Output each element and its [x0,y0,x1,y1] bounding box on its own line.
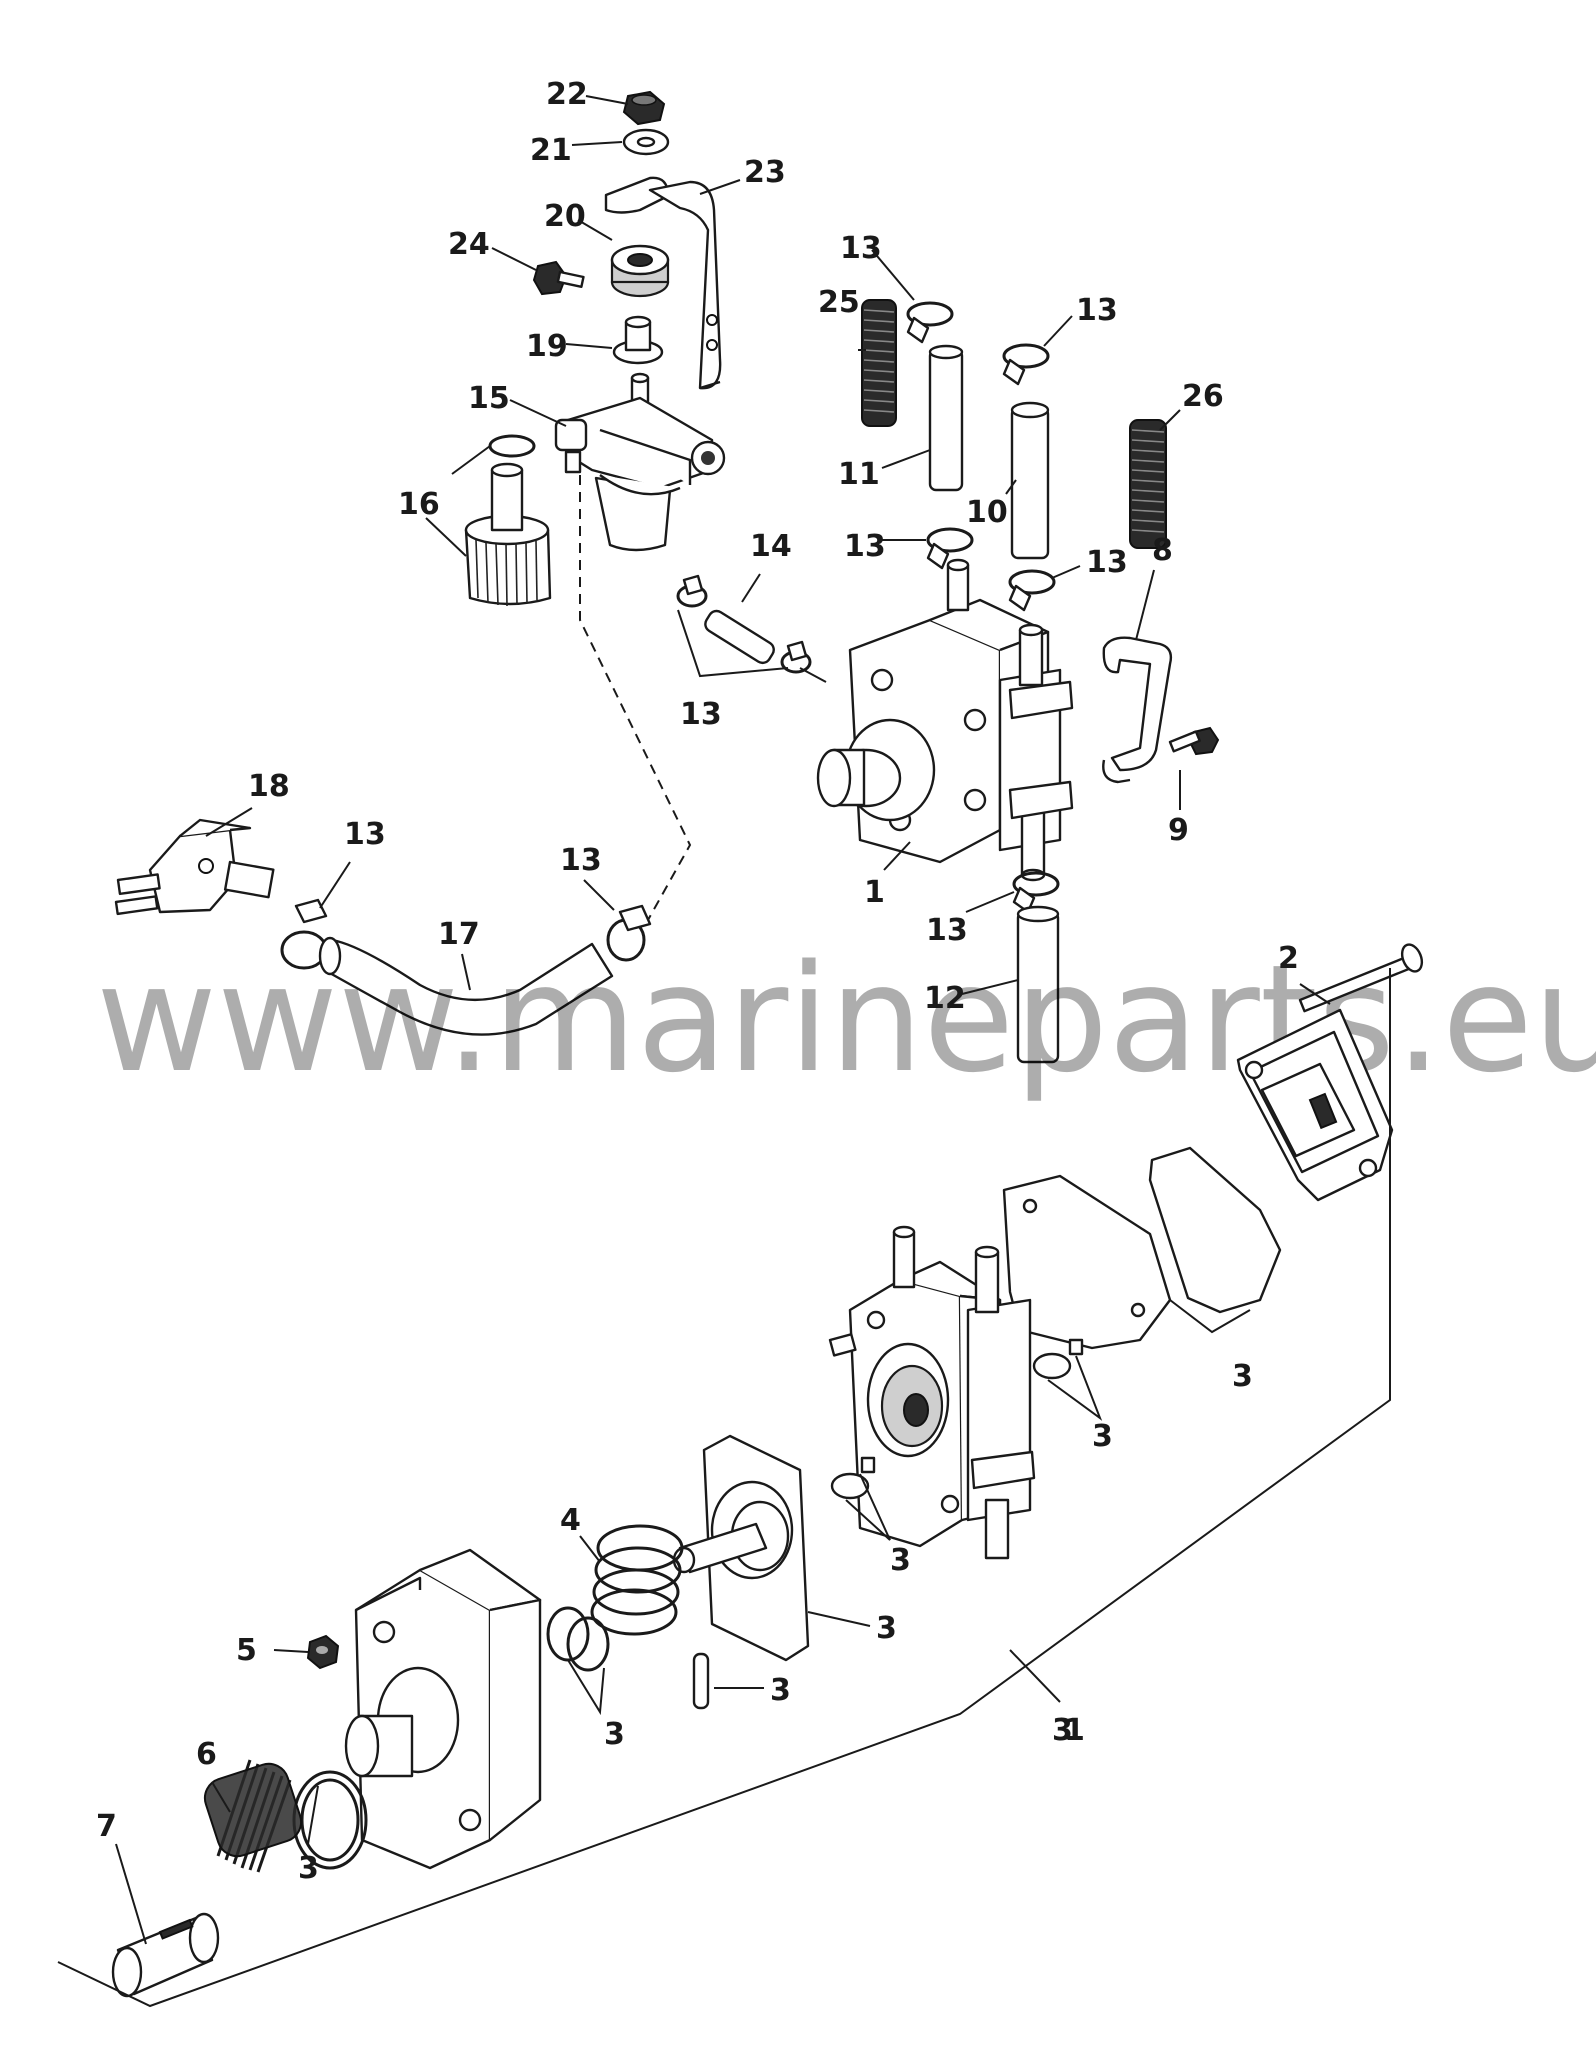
callout-3-d: 3 [876,1611,897,1646]
callout-3-e: 3 [770,1673,791,1708]
assembly-frame [57,968,1391,2008]
part-1-fuel-pump-assembled [816,558,1074,882]
part-20-grommet [610,244,670,298]
callout-2: 2 [1278,941,1299,976]
callout-6: 6 [196,1737,217,1772]
callout-13-a: 13 [840,231,882,266]
callout-4: 4 [560,1503,581,1538]
callout-10: 10 [966,495,1008,530]
part-3-cover-plate [1236,1008,1394,1202]
callout-24: 24 [448,227,490,262]
part-13-clamp-d [1008,569,1056,612]
part-14-hose [704,609,775,665]
part-13-clamp-f [780,640,812,674]
callout-23: 23 [744,155,786,190]
part-3-gasket-a [1148,1146,1282,1314]
callout-3-f: 3 [604,1717,625,1752]
callout-22: 22 [546,77,588,112]
part-26-spring-hose [1129,419,1167,549]
part-12-hose [1016,905,1060,1064]
callout-labels: 22 21 23 20 24 19 15 16 13 13 25 26 11 1… [96,77,1299,1886]
callout-13-b: 13 [1076,293,1118,328]
part-19-seal [612,315,664,365]
callout-13-c: 13 [844,529,886,564]
part-7-plunger [111,1912,220,1998]
callout-17: 17 [438,917,480,952]
part-2-screw [1298,943,1424,1013]
callout-26: 26 [1182,379,1224,414]
callout-3-g: 3 [298,1851,319,1886]
part-25-spring-hose [861,299,897,427]
part-3-gasket-b [1002,1174,1172,1350]
part-18-connector [114,818,275,916]
part-3-diaphragm [672,1434,810,1662]
callout-13-h: 13 [926,913,968,948]
callout-5: 5 [236,1633,257,1668]
part-13-clamp-a [906,301,954,344]
part-16-filter [464,434,552,607]
callout-7: 7 [96,1809,117,1844]
part-3-check-valve-b [830,1456,876,1500]
part-3-check-valve-a [1032,1338,1084,1380]
callout-3-h: 3 [1052,1713,1073,1748]
part-21-washer [622,128,670,156]
part-24-screw [532,260,585,296]
part-23-bracket [604,176,722,390]
callout-12: 12 [924,981,966,1016]
callout-9: 9 [1168,813,1189,848]
part-13-clamp-i [606,904,652,962]
part-pump-base [344,1548,542,1870]
part-3-pin [692,1652,710,1710]
part-17-hose [318,936,614,1036]
part-13-clamp-b [1002,343,1050,386]
part-6-spring [203,1759,303,1873]
callout-15: 15 [468,381,510,416]
callout-13-f: 13 [344,817,386,852]
callout-13-g: 13 [560,843,602,878]
part-10-hose [1010,401,1050,560]
dashed-connection-line [579,475,692,921]
part-13-clamp-e [676,574,708,608]
callout-19: 19 [526,329,568,364]
callout-8: 8 [1152,533,1173,568]
callout-14: 14 [750,529,792,564]
part-4-spring [590,1524,684,1636]
part-5-nut [306,1634,340,1670]
callout-13-d: 13 [1086,545,1128,580]
callout-3-b: 3 [1092,1419,1113,1454]
callout-1-a: 1 [864,875,885,910]
leader-lines [115,95,1331,1945]
part-22-nut [622,90,666,126]
callout-16: 16 [398,487,440,522]
part-1-pump-body [828,1225,1036,1560]
callout-3-c: 3 [890,1543,911,1578]
callout-1-b: 1 [1064,1713,1085,1748]
part-13-clamp-c [926,527,974,570]
callout-11: 11 [838,457,880,492]
part-9-screw [1168,726,1220,756]
part-3-o-rings [546,1606,610,1672]
callout-13-e: 13 [680,697,722,732]
callout-3-a: 3 [1232,1359,1253,1394]
callout-20: 20 [544,199,586,234]
part-11-hose [928,344,964,492]
callout-18: 18 [248,769,290,804]
part-8-bracket [1102,636,1173,784]
callout-25: 25 [818,285,860,320]
part-15-filter-head [554,372,726,552]
callout-21: 21 [530,133,572,168]
